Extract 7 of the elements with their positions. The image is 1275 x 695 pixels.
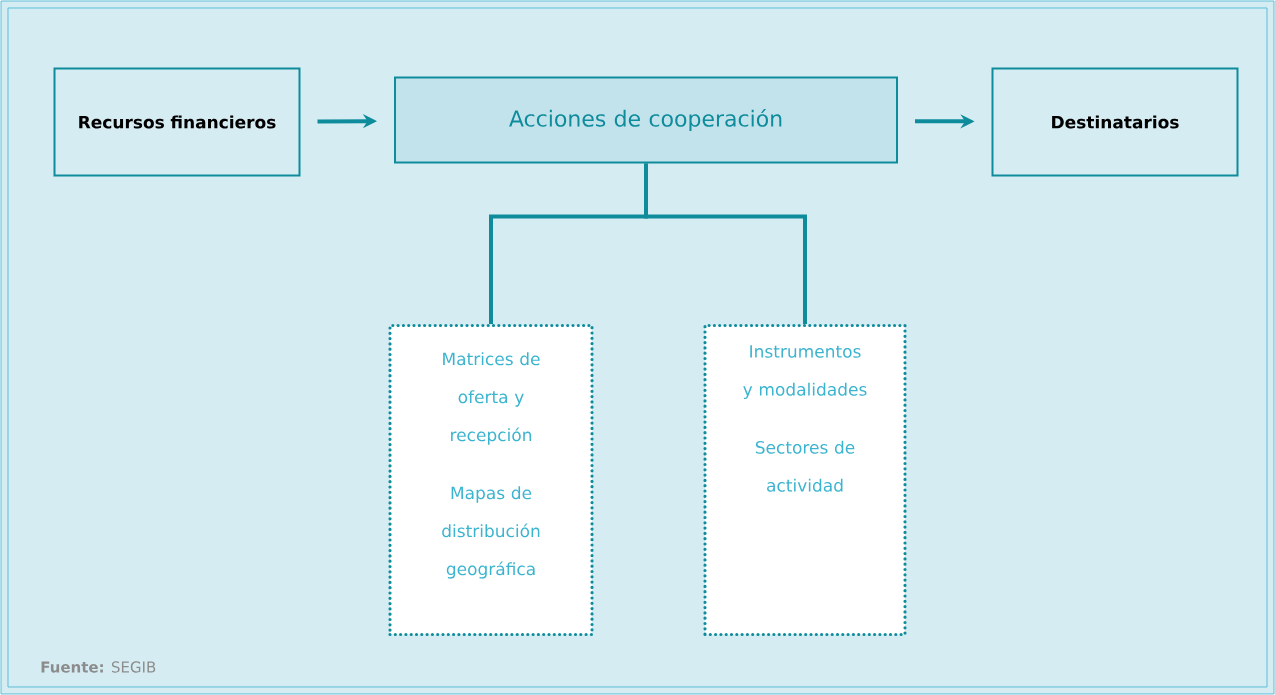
process-box: Recursos financieros <box>53 67 301 177</box>
dotted-box: Matrices de oferta y recepción Mapas de distribución geográfica <box>388 323 594 637</box>
process-box: Destinatarios <box>991 67 1239 177</box>
source-note: Fuente: SEGIB <box>41 661 156 673</box>
main-box: Acciones de cooperación <box>394 76 898 164</box>
dotted-box: Instrumentos y modalidades Sectores de actividad <box>703 323 907 637</box>
connector-line <box>644 163 807 324</box>
